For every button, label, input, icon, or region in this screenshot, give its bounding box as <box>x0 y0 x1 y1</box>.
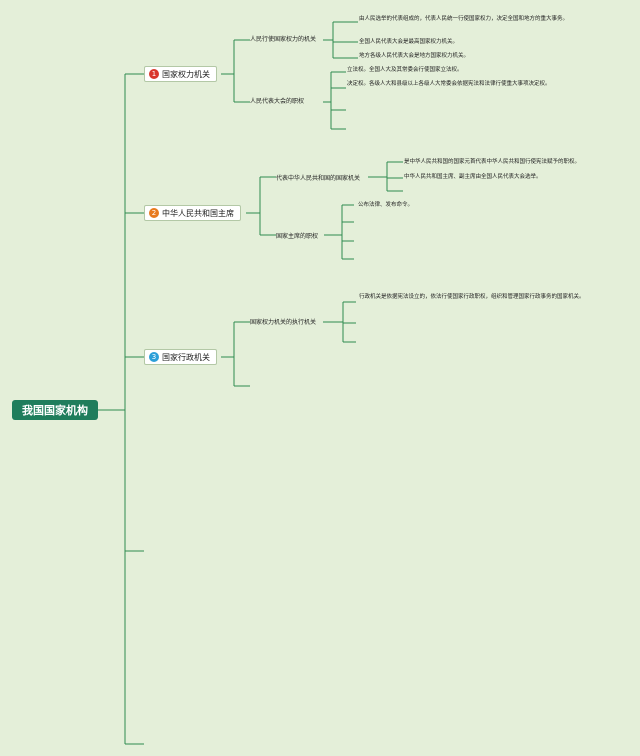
topic-administrative-organ[interactable]: 3 国家行政机关 <box>144 349 217 365</box>
subtopic-npc-powers[interactable]: 人民代表大会的职权 <box>250 98 305 105</box>
detail-item[interactable]: 立法权。全国人大及其常委会行使国家立法权。 <box>347 67 463 73</box>
number-badge-1-icon: 1 <box>149 69 159 79</box>
detail-item[interactable]: 由人民选举的代表组成的，代表人民统一行使国家权力，决定全国和地方的重大事务。 <box>359 16 569 22</box>
subtopic-president-powers[interactable]: 国家主席的职权 <box>276 233 319 240</box>
number-badge-2-icon: 2 <box>149 208 159 218</box>
detail-item[interactable]: 是中华人民共和国的国家元首代表中华人民共和国行使宪法赋予的职权。 <box>404 159 581 165</box>
detail-item[interactable]: 中华人民共和国主席、副主席由全国人民代表大会选举。 <box>404 174 542 180</box>
detail-item[interactable]: 地方各级人民代表大会是地方国家权力机关。 <box>359 53 470 59</box>
number-badge-3-icon: 3 <box>149 352 159 362</box>
subtopic-people-exercise-power[interactable]: 人民行使国家权力的机关 <box>250 36 317 43</box>
topic-label: 国家行政机关 <box>162 352 210 362</box>
subtopic-representative-organ[interactable]: 代表中华人民共和国的国家机关 <box>276 175 361 182</box>
root-topic[interactable]: 我国国家机构 <box>12 400 98 420</box>
detail-item[interactable]: 行政机关是依据宪法设立的，依法行使国家行政职权，组织和管理国家行政事务的国家机关… <box>359 294 585 300</box>
topic-state-power-organ[interactable]: 1 国家权力机关 <box>144 66 217 82</box>
detail-item[interactable]: 全国人民代表大会是最高国家权力机关。 <box>359 39 459 45</box>
detail-item[interactable]: 公布法律、发布命令。 <box>358 202 414 208</box>
topic-state-president[interactable]: 2 中华人民共和国主席 <box>144 205 241 221</box>
detail-item[interactable]: 决定权。各级人大和县级以上各级人大常委会依据宪法和法律行使重大事项决定权。 <box>347 81 551 87</box>
topic-label: 国家权力机关 <box>162 69 210 79</box>
subtopic-executive-organ[interactable]: 国家权力机关的执行机关 <box>250 319 317 326</box>
topic-label: 中华人民共和国主席 <box>162 208 234 218</box>
